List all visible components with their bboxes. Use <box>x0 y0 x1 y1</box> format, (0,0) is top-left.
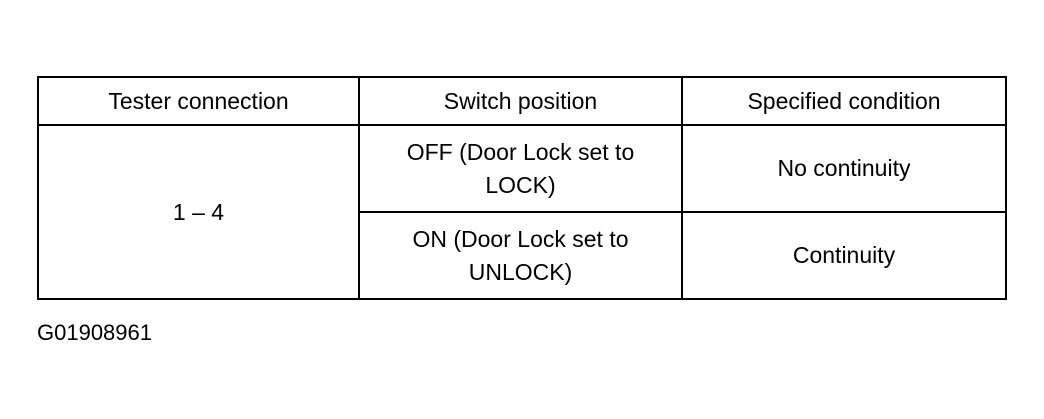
header-switch-position: Switch position <box>358 76 683 126</box>
switch-position-off: OFF (Door Lock set to LOCK) <box>406 138 635 198</box>
cell-specified-condition-no-continuity: No continuity <box>681 124 1007 213</box>
figure-id: G01908961 <box>37 320 152 345</box>
switch-position-on: ON (Door Lock set to UNLOCK) <box>412 225 629 285</box>
header-row: Tester connection Switch position Specif… <box>37 76 1007 126</box>
header-tester-connection: Tester connection <box>37 76 360 126</box>
table-row: 1 – 4 OFF (Door Lock set to LOCK) No con… <box>37 124 1007 300</box>
cell-switch-position: ON (Door Lock set to UNLOCK) <box>358 211 683 300</box>
cell-switch-position: OFF (Door Lock set to LOCK) <box>358 124 683 213</box>
cell-specified-condition-continuity: Continuity <box>681 211 1007 300</box>
table-row: ON (Door Lock set to UNLOCK) Continuity <box>38 211 1007 300</box>
spec-table: Tester connection Switch position Specif… <box>37 76 1007 300</box>
header-specified-condition: Specified condition <box>681 76 1007 126</box>
cell-tester-connection: 1 – 4 <box>37 124 360 300</box>
